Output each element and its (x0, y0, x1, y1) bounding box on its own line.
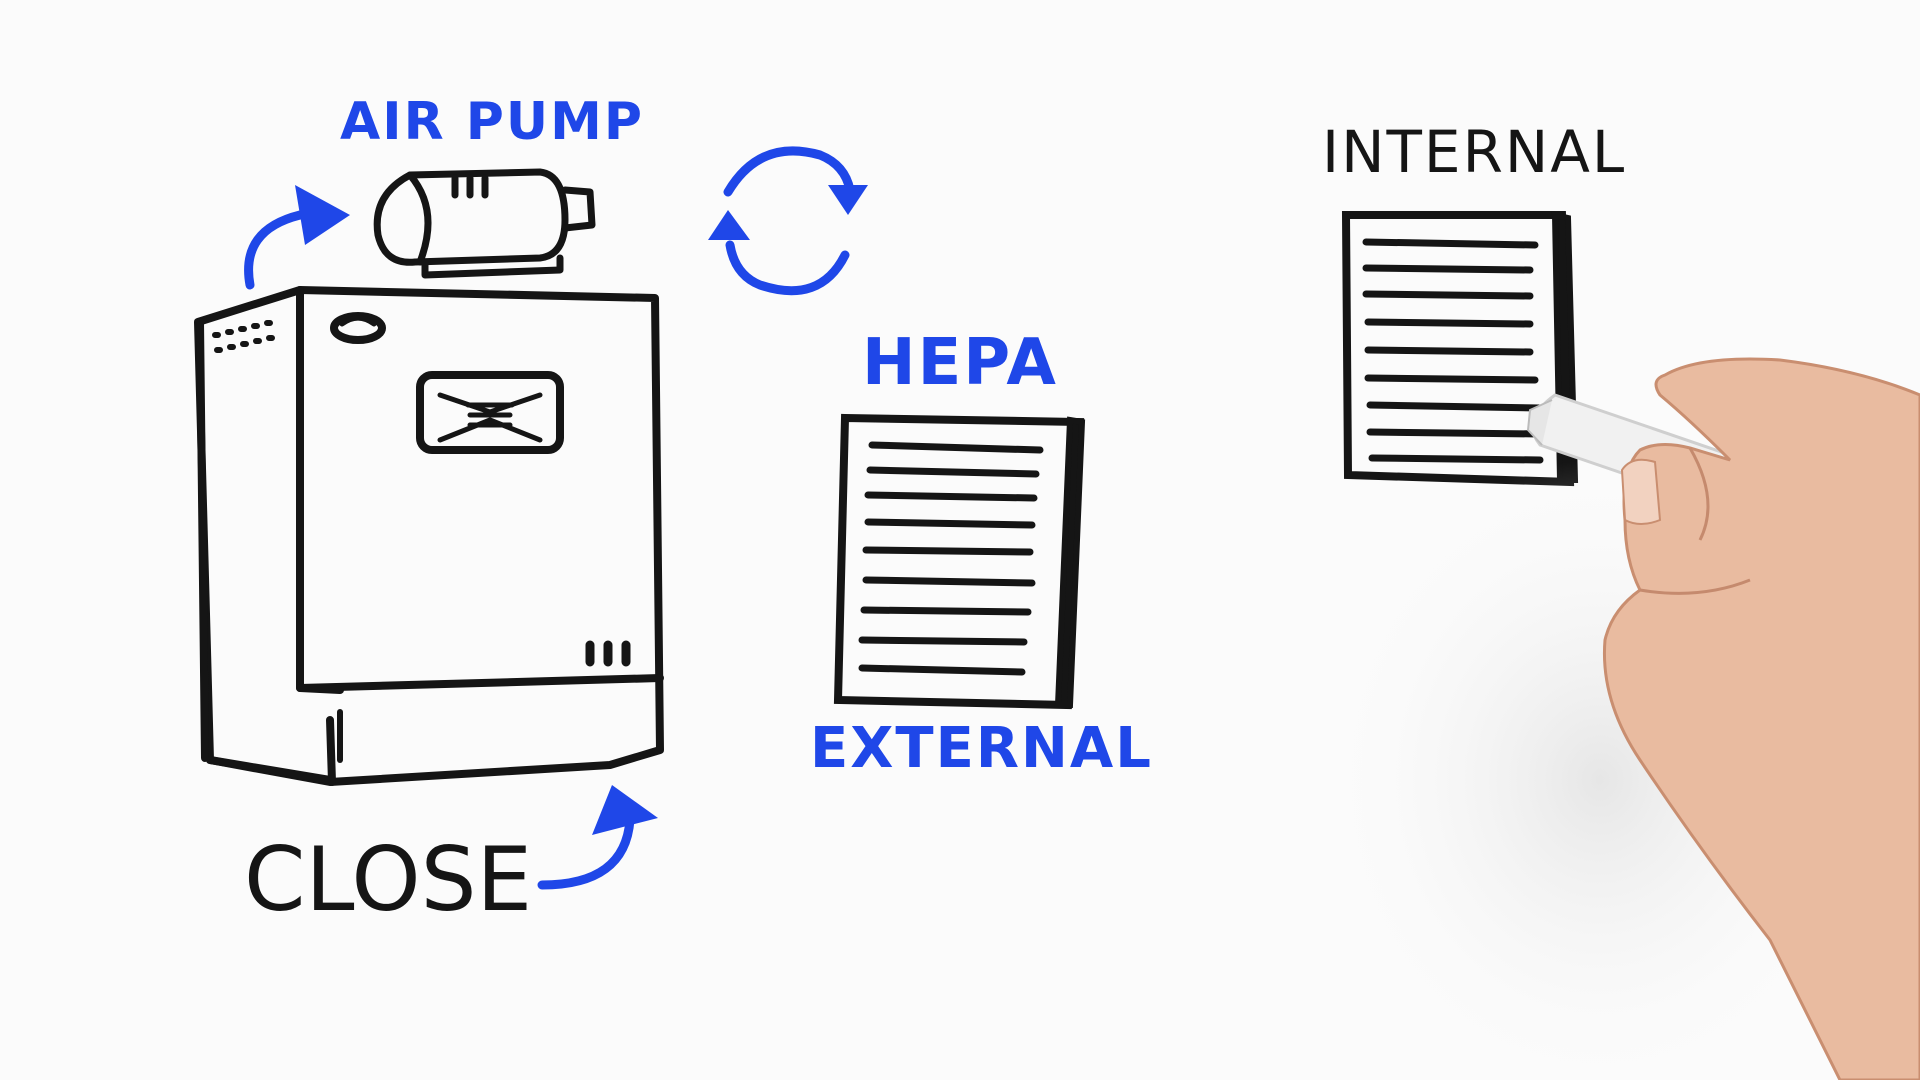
air-pump-drawing (373, 168, 596, 279)
hand-with-marker-image (1320, 357, 1920, 1080)
outflow-arrow-icon (537, 785, 658, 890)
air-pump-label: AIR PUMP (340, 92, 644, 152)
cabinet-drawing (194, 286, 664, 786)
cycle-arrows-icon (708, 146, 868, 296)
hepa-filter-drawing (833, 413, 1086, 710)
close-label: CLOSE (244, 828, 533, 931)
internal-label: INTERNAL (1322, 118, 1627, 186)
hepa-label: HEPA (862, 326, 1058, 400)
intake-arrow-icon (244, 185, 350, 290)
external-label: EXTERNAL (810, 716, 1153, 781)
